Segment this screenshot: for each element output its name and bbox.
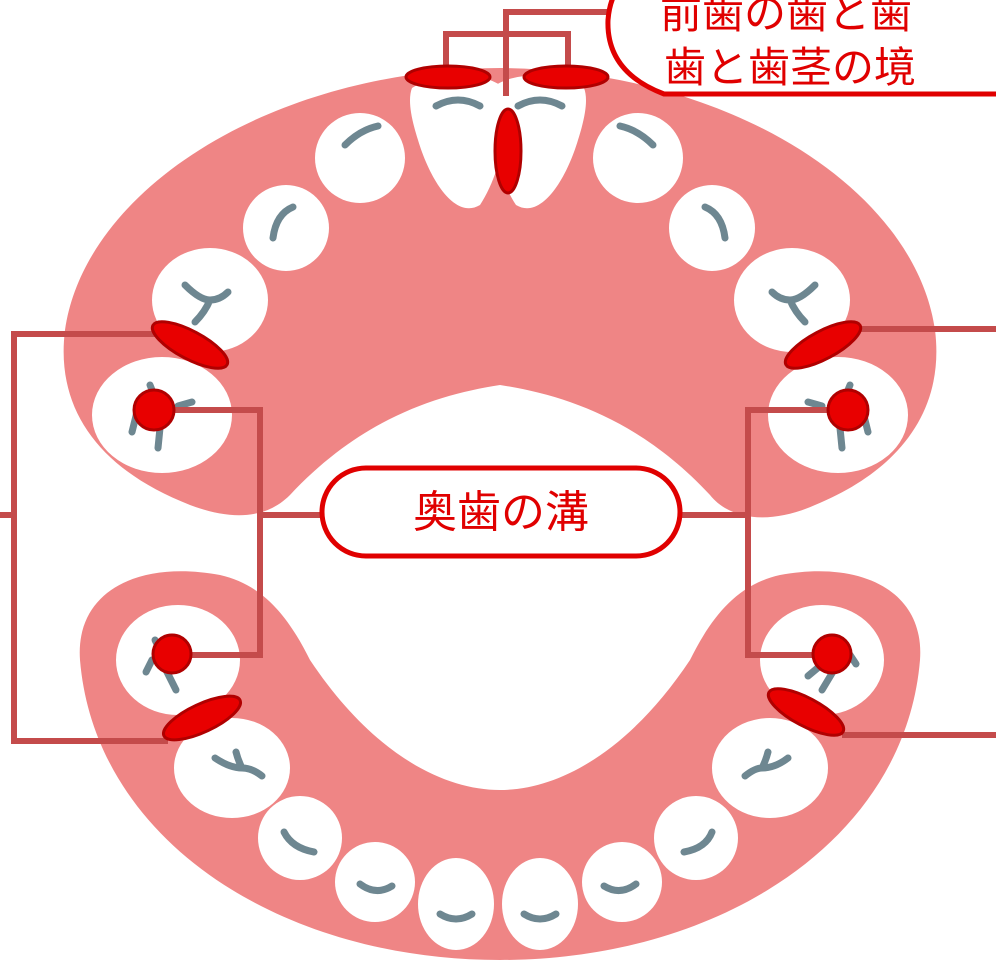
marker-upper-right-gumline: [783, 320, 863, 370]
lower-lateral-right: [582, 842, 662, 922]
callout-front-teeth-line1: 前歯の歯と歯: [660, 0, 912, 38]
marker-lower-left-gumline: [161, 694, 243, 742]
groove-lower-canine-right: [680, 828, 716, 856]
groove-lower-incisor-right: [520, 910, 560, 923]
leader-molar-groove-left: [160, 407, 322, 658]
upper-canine-left: [243, 185, 329, 271]
marker-upper-left-gumline: [150, 320, 230, 370]
upper-gum-arch: [63, 68, 937, 518]
groove-lower-canine-left: [280, 828, 318, 856]
marker-lower-right-gumline: [766, 687, 846, 737]
marker-upper-right-molar-groove: [826, 388, 870, 432]
callout-front-teeth-box: [605, 0, 996, 97]
upper-canine-right: [669, 185, 755, 271]
groove-upper-incisor-right: [514, 96, 566, 110]
groove-upper-premolar-right: [768, 281, 819, 326]
upper-lateral-left: [315, 113, 405, 203]
lower-canine-left: [258, 796, 342, 880]
plaque-markers: [132, 64, 870, 742]
lower-incisor-left: [418, 858, 494, 950]
leader-front-incisors: [443, 9, 620, 96]
groove-upper-lateral-right: [616, 122, 657, 149]
groove-lower-premolar-left: [211, 748, 266, 780]
callout-molar-groove: 奥歯の溝: [319, 465, 683, 559]
groove-lower-premolar-right: [741, 748, 792, 780]
callout-molar-groove-box: [319, 465, 683, 559]
marker-lower-left-molar-groove: [151, 633, 193, 675]
callout-front-teeth-line2: 歯と歯茎の境: [664, 43, 916, 92]
leader-molar-groove-right: [680, 407, 845, 658]
groove-upper-canine-left: [269, 203, 297, 242]
groove-lower-lateral-left: [356, 880, 396, 894]
lower-canine-right: [654, 796, 738, 880]
lower-incisor-right: [502, 858, 578, 950]
callout-molar-groove-label: 奥歯の溝: [413, 487, 589, 538]
upper-lateral-right: [593, 113, 683, 203]
groove-upper-canine-right: [701, 203, 729, 242]
leader-left-gumline: [0, 331, 176, 744]
marker-upper-left-molar-groove: [132, 388, 176, 432]
callout-front-teeth: 前歯の歯と歯 歯と歯茎の境: [605, 0, 996, 97]
leader-right-gumline: [842, 326, 996, 738]
groove-lower-incisor-left: [436, 910, 476, 923]
marker-upper-front-right: [522, 64, 610, 90]
groove-upper-premolar-left: [181, 281, 232, 326]
groove-upper-incisor-left: [432, 96, 484, 110]
groove-lower-lateral-right: [600, 880, 640, 894]
groove-upper-lateral-left: [341, 122, 382, 149]
marker-upper-front-left: [404, 64, 492, 90]
marker-lower-right-molar-groove: [811, 633, 853, 675]
leader-lines: [0, 9, 996, 744]
upper-gum: [63, 68, 937, 518]
marker-upper-front-center: [493, 107, 523, 195]
lower-lateral-left: [335, 842, 415, 922]
